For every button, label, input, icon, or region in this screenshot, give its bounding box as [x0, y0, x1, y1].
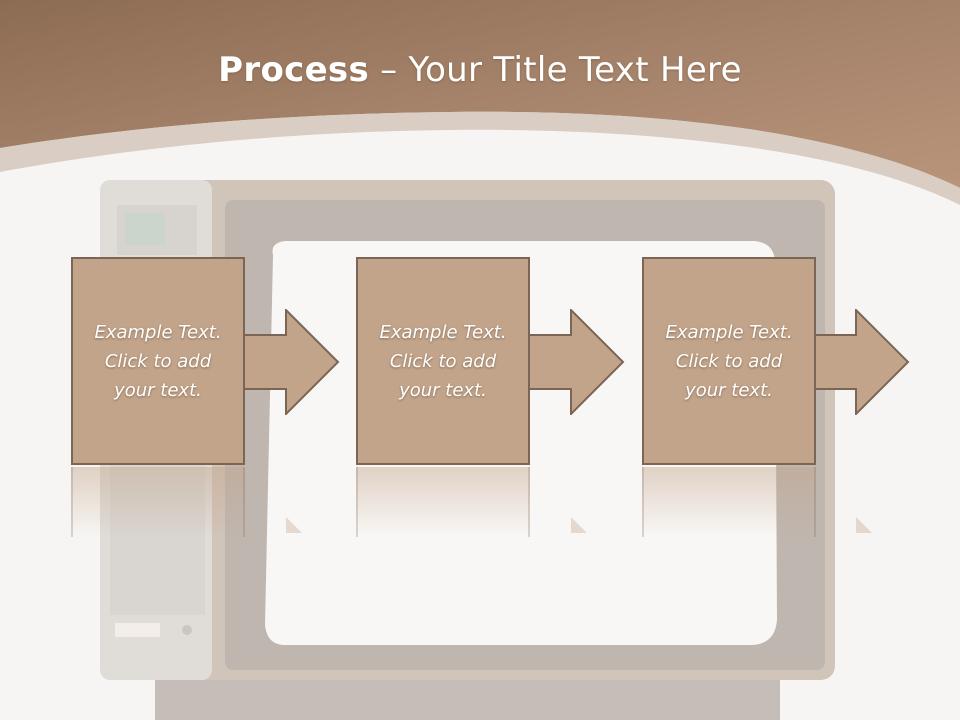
- step-2-reflection: [356, 467, 530, 537]
- process-step-2[interactable]: Example Text. Click to add your text.: [356, 257, 530, 465]
- right-arrow-icon: [812, 309, 910, 415]
- step-2-text: Example Text. Click to add your text.: [379, 321, 507, 401]
- step-3-text: Example Text. Click to add your text.: [665, 321, 793, 401]
- right-arrow-icon: [242, 309, 340, 415]
- process-step-3[interactable]: Example Text. Click to add your text.: [642, 257, 816, 465]
- step-1-text: Example Text. Click to add your text.: [94, 321, 222, 401]
- right-arrow-icon: [527, 309, 625, 415]
- title-rest: – Your Title Text Here: [369, 50, 742, 90]
- step-1-reflection: [71, 467, 245, 537]
- arrow-reflection: [856, 517, 872, 533]
- step-3-reflection: [642, 467, 816, 537]
- process-step-1[interactable]: Example Text. Click to add your text.: [71, 257, 245, 465]
- header-band: [0, 0, 960, 205]
- title-bold: Process: [218, 50, 370, 90]
- slide-title[interactable]: Process – Your Title Text Here: [0, 50, 960, 90]
- arrow-reflection: [286, 517, 302, 533]
- arrow-reflection: [571, 517, 587, 533]
